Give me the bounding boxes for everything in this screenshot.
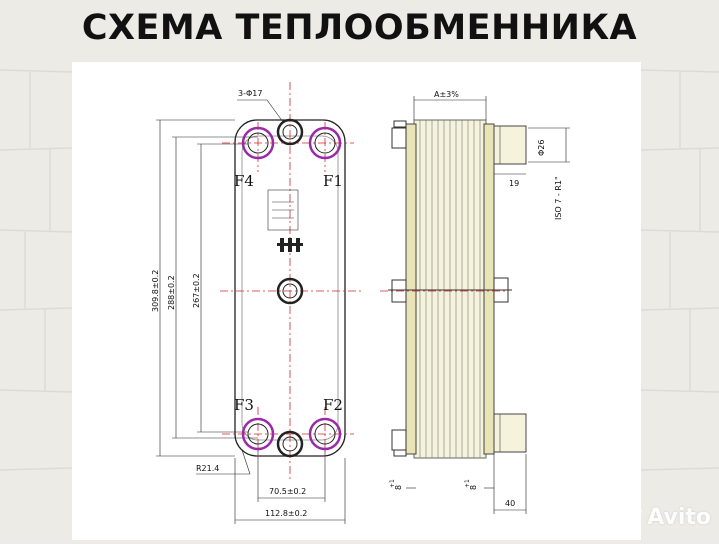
- side-view: [380, 96, 570, 514]
- dim-port-distance: 288±0.2: [167, 275, 176, 310]
- port-f4: [241, 126, 275, 160]
- dim-diameter: Φ26: [537, 140, 546, 156]
- dim-8-tol-right: +1: [464, 479, 471, 488]
- dim-40: 40: [505, 499, 515, 508]
- front-view: [156, 99, 346, 524]
- port-f1: [308, 126, 342, 160]
- thread-spec: ISO 7 - R1": [554, 176, 563, 220]
- dim-pack: A±3%: [434, 90, 459, 99]
- dim-port-width: 70.5±0.2: [269, 487, 306, 496]
- dim-total-width: 112.8±0.2: [265, 509, 307, 518]
- port-f3: [241, 417, 275, 451]
- bolt-hole-top: [276, 118, 304, 146]
- dim-inner: 267±0.2: [192, 273, 201, 308]
- port-label-f1: F1: [323, 172, 343, 190]
- drawing-sheet: 3-Φ17 F4 F1 F3 F2 309.8±0.2 288±0.2 267±…: [72, 62, 641, 540]
- dim-total-height: 309.8±0.2: [151, 270, 160, 312]
- bolt-hole-center: [276, 277, 304, 305]
- nameplate: [267, 189, 299, 231]
- avito-logo-icon: [620, 508, 643, 527]
- dim-19: 19: [509, 179, 519, 188]
- port-label-f3: F3: [234, 396, 254, 414]
- avito-watermark: Avito: [619, 505, 711, 530]
- hole-callout: 3-Φ17: [238, 89, 262, 98]
- dim-8-tol-left: +1: [389, 479, 396, 488]
- dim-radius: R21.4: [196, 464, 219, 473]
- port-label-f4: F4: [234, 172, 254, 190]
- bolt-hole-bottom: [276, 430, 304, 458]
- heat-exchanger-drawing: 3-Φ17 F4 F1 F3 F2 309.8±0.2 288±0.2 267±…: [151, 82, 570, 524]
- dim-8-right: 8: [469, 485, 478, 490]
- dim-8-left: 8: [394, 485, 403, 490]
- brand-logo-icon: [277, 238, 303, 252]
- watermark-text: Avito: [647, 505, 711, 530]
- port-label-f2: F2: [323, 396, 343, 414]
- port-f2: [308, 417, 342, 451]
- page-title: СХЕМА ТЕПЛООБМЕННИКА: [81, 8, 638, 48]
